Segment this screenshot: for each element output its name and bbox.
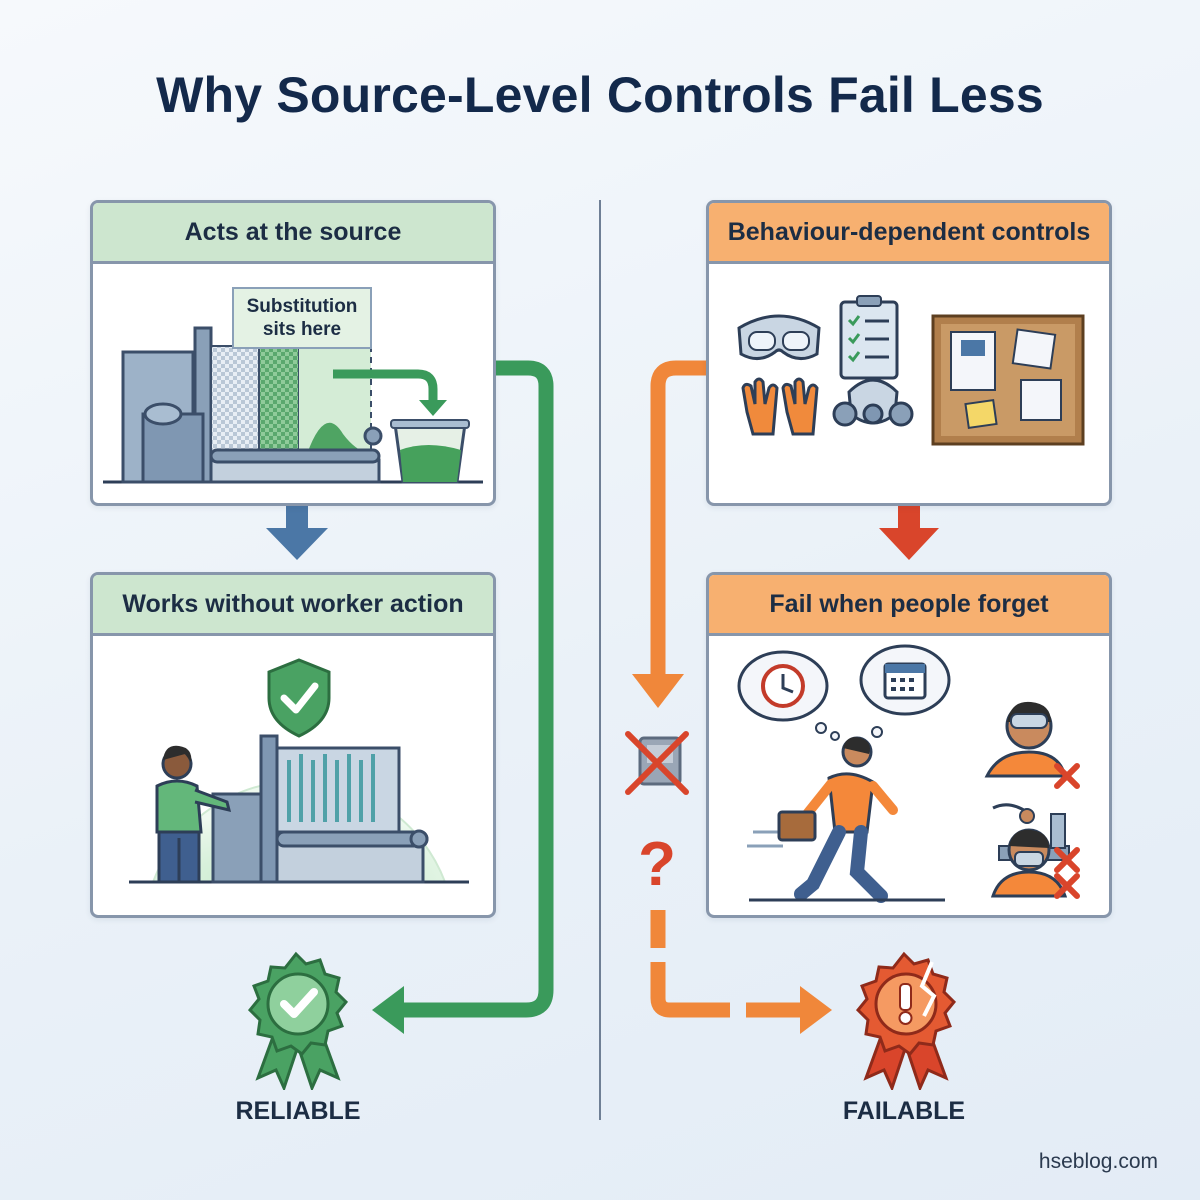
calendar-thought-icon (859, 644, 951, 716)
orange-down-arrow (650, 360, 706, 676)
substitution-machine-illustration: Substitution sits here (103, 287, 483, 484)
red-down-arrow (879, 505, 939, 560)
footer-credit: hseblog.com (1038, 1150, 1158, 1173)
worker-figure (155, 745, 232, 884)
ppe-items-illustration (737, 295, 1085, 446)
substitution-callout-line2: sits here (263, 319, 341, 340)
question-mark-icon: ? (638, 830, 676, 899)
distracted-worker-illustration (737, 644, 1080, 903)
goggles-worker-crossed-icon (984, 701, 1080, 789)
mask-worker-crossed-icon (990, 828, 1080, 899)
passive-control-heading: Works without worker action (93, 575, 493, 636)
substitution-callout-line1: Substitution (247, 296, 358, 317)
checklist-icon (839, 295, 899, 380)
forgetting-heading: Fail when people forget (709, 575, 1109, 636)
failable-label: FAILABLE (842, 1097, 966, 1125)
behaviour-control-heading: Behaviour-dependent controls (709, 203, 1109, 264)
goggles-icon (737, 314, 821, 360)
broken-orange-path (650, 910, 800, 1018)
running-worker-figure (747, 736, 945, 903)
worker-machine-illustration (129, 658, 469, 884)
blue-down-arrow (266, 505, 328, 560)
gloves-icon (741, 377, 819, 436)
source-control-card: Acts at the source Substitution sits her… (90, 200, 496, 506)
green-arrowhead (372, 986, 404, 1034)
broken-rosette-icon (855, 951, 957, 1090)
orange-right-arrowhead (800, 986, 832, 1034)
green-return-arrow (400, 360, 554, 1018)
passive-control-card: Works without worker action (90, 572, 496, 918)
source-control-heading: Acts at the source (93, 203, 493, 264)
crossed-device-icon (625, 731, 689, 795)
clock-thought-icon (737, 650, 829, 722)
center-divider (599, 200, 601, 1120)
machine-guard-crossed-icon (992, 803, 1080, 873)
page-title: Why Source-Level Controls Fail Less (156, 67, 1044, 123)
check-rosette-icon (247, 951, 349, 1090)
behaviour-control-card: Behaviour-dependent controls (706, 200, 1112, 506)
shield-check-icon (267, 658, 331, 738)
reliable-label: RELIABLE (235, 1097, 361, 1125)
notice-board-icon (931, 314, 1085, 446)
forgetting-card: Fail when people forget (706, 572, 1112, 918)
orange-arrowhead (632, 674, 684, 708)
respirator-icon (832, 378, 914, 427)
